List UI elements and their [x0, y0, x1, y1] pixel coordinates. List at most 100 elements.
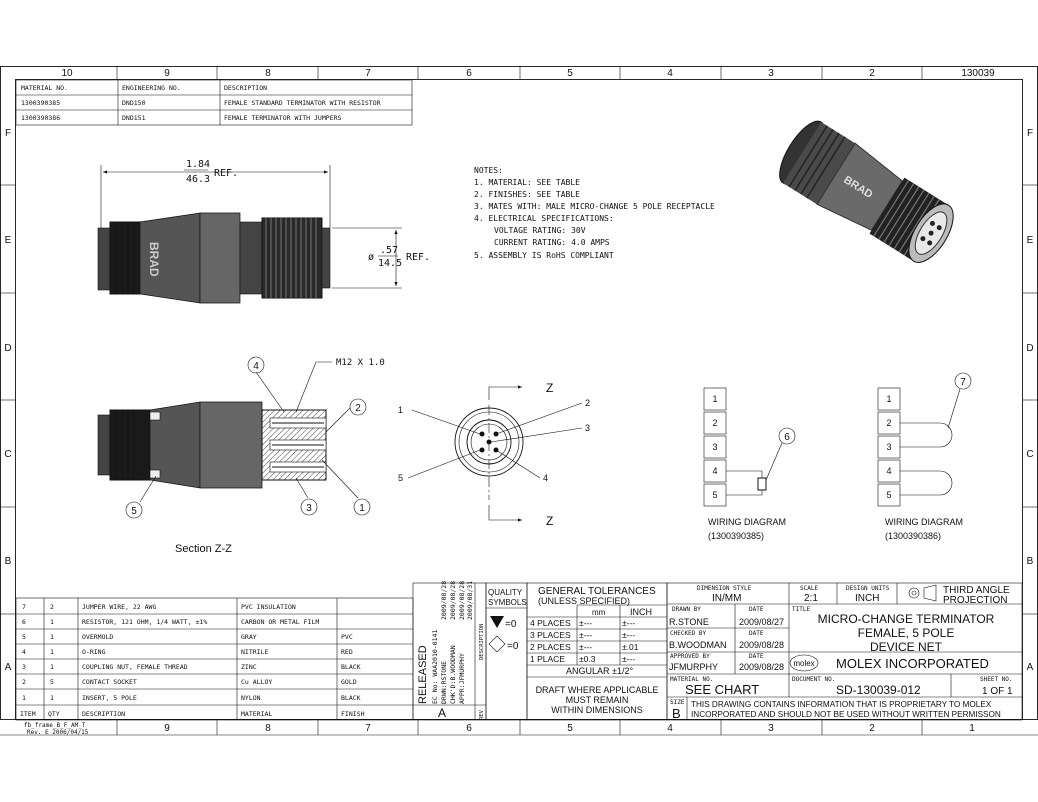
draft-line: DRAFT WHERE APPLICABLE [536, 685, 659, 695]
tol-cell: ±--- [622, 618, 635, 628]
document-no-value: SD-130039-012 [836, 683, 921, 697]
draft-line: MUST REMAIN [566, 695, 629, 705]
bom-cell: ZINC [241, 663, 257, 671]
bom-cell: NITRILE [241, 648, 268, 656]
zone-bottom-3: 3 [768, 723, 774, 734]
bom-cell: 2 [22, 678, 26, 686]
size-label: SIZE [670, 699, 685, 706]
title-block: DIMENSION STYLE SCALE DESIGN UNITS DRAWN… [666, 582, 1023, 721]
section-z-bottom: Z [546, 514, 553, 528]
dim-style-value: IN/MM [712, 593, 741, 604]
quality-sym1: =0 [505, 619, 517, 630]
material-header-desc: DESCRIPTION [224, 84, 267, 92]
bom-header: ITEM [20, 710, 36, 718]
balloon-label: 7 [960, 377, 966, 388]
dim-length-ref: REF. [214, 168, 238, 179]
checked-by-value: B.WOODMAN [669, 640, 727, 650]
notes-line: 4. ELECTRICAL SPECIFICATIONS: [474, 214, 614, 223]
zone-left-f: F [5, 128, 11, 139]
balloon-label: 5 [131, 506, 137, 517]
pin-label: 2 [712, 418, 717, 428]
face-leader-label: 3 [585, 423, 590, 433]
quality-title: QUALITY [488, 588, 523, 597]
zone-bottom-9: 9 [164, 723, 170, 734]
bom-cell: 1 [50, 663, 54, 671]
checked-date-rev: 2009/08/28 [458, 581, 466, 620]
draft-line: WITHIN DIMENSIONS [551, 705, 643, 715]
tol-cell: 3 PLACES [530, 630, 571, 640]
design-units-value: INCH [855, 593, 879, 604]
notes-line: 2. FINISHES: SEE TABLE [474, 190, 580, 199]
size-value: B [672, 706, 681, 721]
zone-top-3: 3 [768, 68, 774, 79]
approved-by-value: JFMURPHY [669, 662, 718, 672]
bom-header: DESCRIPTION [82, 710, 125, 718]
bom-cell: GOLD [341, 678, 357, 686]
notes-line: 5. ASSEMBLY IS RoHS COMPLIANT [474, 251, 614, 260]
molex-logo-text: molex [793, 659, 814, 668]
zone-right-b: B [1027, 556, 1034, 567]
pin-label: 3 [886, 442, 891, 452]
dim-style-label: DIMENSION STYLE [697, 585, 752, 592]
material-table: MATERIAL NO. ENGINEERING NO. DESCRIPTION… [15, 79, 413, 126]
company-name: MOLEX INCORPORATED [836, 656, 989, 671]
zone-right-c: C [1026, 449, 1033, 460]
bom-cell: 1 [50, 618, 54, 626]
frame-ref-1: fb_frame_B_F_AM_T [24, 722, 86, 729]
notes-line: NOTES: [474, 166, 503, 175]
bom-cell: JUMPER WIRE, 22 AWG [82, 603, 156, 611]
approved-date-value: 2009/08/28 [739, 662, 784, 672]
pin-label: 4 [886, 466, 891, 476]
bom-cell: 5 [22, 633, 26, 641]
pin-label: 4 [712, 466, 717, 476]
drawn-by-value: R.STONE [669, 617, 709, 627]
bom-cell: COUPLING NUT, FEMALE THREAD [82, 663, 188, 671]
zone-right-a: A [1027, 662, 1034, 673]
dim-diameter-ref: REF. [406, 252, 430, 263]
bom-cell: RED [341, 648, 353, 656]
face-leader-label: 1 [398, 405, 403, 415]
balloon-label: 6 [784, 432, 790, 443]
pin-label: 1 [712, 394, 717, 404]
face-leader-label: 4 [543, 473, 548, 483]
notes-line: VOLTAGE RATING: 30V [494, 226, 586, 235]
diamond-icon [488, 635, 506, 653]
pin-label: 3 [712, 442, 717, 452]
checked-by-label: CHECKED BY [670, 630, 707, 637]
brand-mark-side: BRAD [147, 242, 161, 277]
tol-cell: 4 PLACES [530, 618, 571, 628]
projection-line: PROJECTION [943, 595, 1007, 606]
balloon-label: 3 [306, 503, 312, 514]
zone-top-7: 7 [365, 68, 371, 79]
approved-date-rev: 2009/08/31 [466, 581, 474, 620]
tol-cell: 2 PLACES [530, 642, 571, 652]
resistor-symbol [757, 477, 767, 491]
zone-left-b: B [5, 556, 12, 567]
bom-cell: 2 [50, 603, 54, 611]
tol-cell: ±--- [622, 654, 635, 664]
material-header-eng: ENGINEERING NO. [122, 84, 181, 92]
ec-date: 2009/08/28 [440, 581, 448, 620]
tolerances-title: GENERAL TOLERANCES [538, 586, 656, 597]
scale-label: SCALE [800, 585, 818, 592]
zone-top-4: 4 [667, 68, 673, 79]
quality-sym2: =0 [507, 641, 519, 652]
zone-bottom-8: 8 [265, 723, 271, 734]
projection-cone-icon [923, 584, 937, 602]
wiring-title: WIRING DIAGRAM [708, 517, 786, 527]
zone-top-5: 5 [567, 68, 573, 79]
wiring-part: (1300390386) [885, 531, 941, 541]
bom-cell: 6 [22, 618, 26, 626]
zone-right-f: F [1027, 128, 1033, 139]
pin-label: 2 [886, 418, 891, 428]
title-line: FEMALE, 5 POLE [858, 626, 955, 640]
released-label: RELEASED [417, 645, 429, 704]
zone-left-c: C [4, 449, 11, 460]
zone-bottom-7: 7 [365, 723, 371, 734]
tol-cell: 1 PLACE [530, 654, 565, 664]
connector-3d-render: BRAD [779, 120, 954, 263]
material-header-no: MATERIAL NO. [21, 84, 68, 92]
balloon-label: 4 [253, 361, 259, 372]
scale-value: 2:1 [804, 593, 818, 604]
wiring-diagram-jumpers: 1 2 3 4 5 7 WIRING DIAGRAM (1300390386) [877, 372, 972, 541]
